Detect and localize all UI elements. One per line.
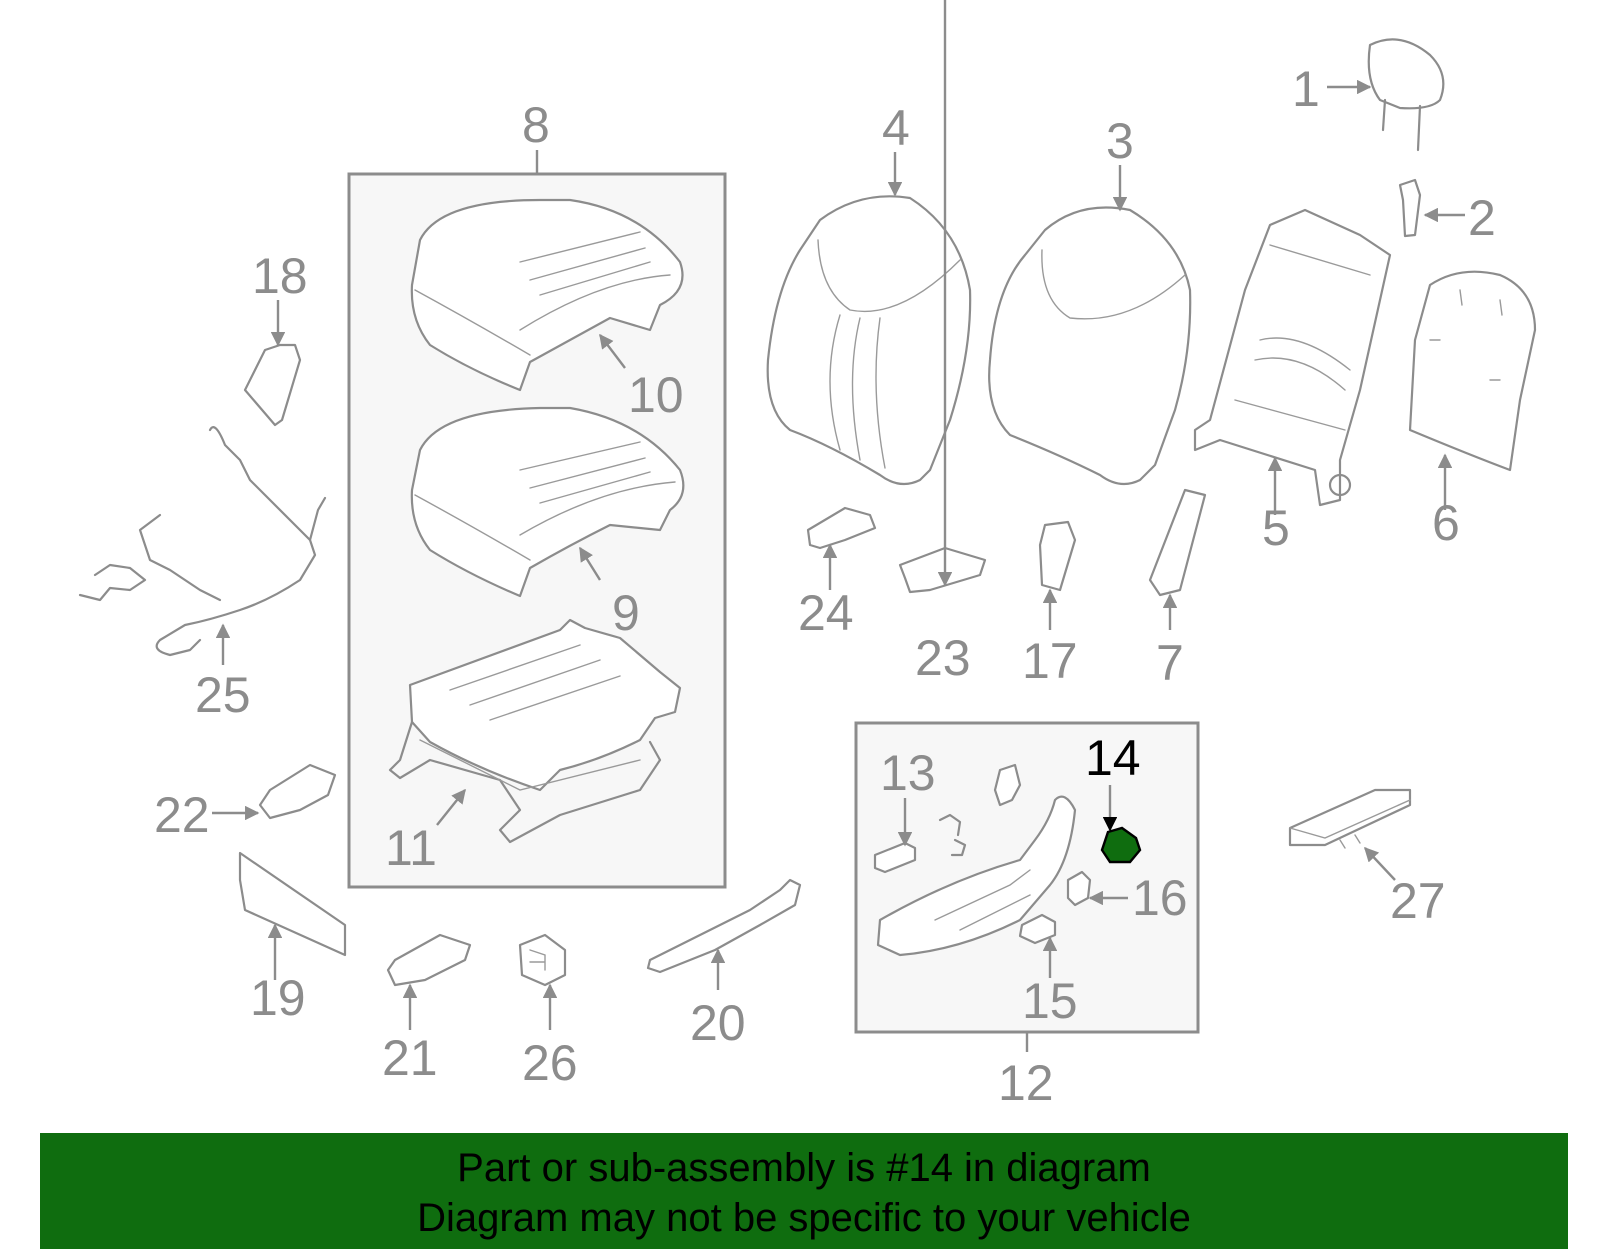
callout-3: 3 bbox=[1106, 113, 1134, 169]
callout-5: 5 bbox=[1262, 500, 1290, 556]
part-2-guide[interactable] bbox=[1398, 178, 1422, 238]
callout-11: 11 bbox=[385, 820, 437, 876]
callout-7: 7 bbox=[1156, 635, 1184, 691]
callout-8: 8 bbox=[522, 97, 550, 153]
part-16-knob[interactable] bbox=[1066, 870, 1092, 907]
part-20-rail-trim[interactable] bbox=[646, 878, 802, 974]
part-22-bracket[interactable] bbox=[258, 763, 337, 820]
part-9-cushion-pad[interactable] bbox=[410, 406, 685, 598]
callout-17: 17 bbox=[1022, 633, 1078, 689]
callout-27: 27 bbox=[1390, 873, 1446, 929]
callout-22: 22 bbox=[154, 787, 210, 843]
callout-1: 1 bbox=[1292, 61, 1320, 117]
part-18-clip[interactable] bbox=[243, 343, 302, 427]
part-23-bracket[interactable] bbox=[898, 546, 987, 594]
callout-9: 9 bbox=[612, 585, 640, 641]
part-27-module[interactable] bbox=[1288, 788, 1412, 849]
callout-20: 20 bbox=[690, 995, 746, 1051]
callout-4: 4 bbox=[882, 100, 910, 156]
callout-14: 14 bbox=[1085, 730, 1141, 786]
callout-10: 10 bbox=[628, 367, 684, 423]
callout-19: 19 bbox=[250, 970, 306, 1026]
callout-25: 25 bbox=[195, 667, 251, 723]
callout-18: 18 bbox=[252, 248, 308, 304]
part-6-back-board[interactable] bbox=[1408, 270, 1537, 472]
part-4-back-cover[interactable] bbox=[766, 195, 972, 486]
part-3-back-pad[interactable] bbox=[988, 206, 1192, 486]
banner-line-1: Part or sub-assembly is #14 in diagram bbox=[457, 1146, 1151, 1190]
info-banner: Part or sub-assembly is #14 in diagram D… bbox=[40, 1133, 1568, 1249]
callout-23: 23 bbox=[915, 630, 971, 686]
part-21-bracket[interactable] bbox=[386, 933, 472, 987]
part-19-trim-strip[interactable] bbox=[238, 851, 347, 957]
part-12-side-shield[interactable] bbox=[876, 763, 1077, 957]
part-24-bracket[interactable] bbox=[806, 506, 877, 550]
part-1-headrest[interactable] bbox=[1367, 38, 1445, 152]
part-14-knob-highlighted[interactable] bbox=[1100, 826, 1142, 864]
callout-6: 6 bbox=[1432, 495, 1460, 551]
callout-13: 13 bbox=[880, 745, 936, 801]
callout-15: 15 bbox=[1022, 973, 1078, 1029]
callout-21: 21 bbox=[382, 1030, 438, 1086]
part-11-cushion-frame[interactable] bbox=[388, 618, 682, 844]
callout-2: 2 bbox=[1468, 190, 1496, 246]
part-25-wiring-harness[interactable] bbox=[78, 426, 327, 657]
callout-26: 26 bbox=[522, 1035, 578, 1091]
part-5-back-frame[interactable] bbox=[1193, 208, 1392, 507]
banner-line-2: Diagram may not be specific to your vehi… bbox=[417, 1196, 1191, 1240]
callout-24: 24 bbox=[798, 585, 854, 641]
part-26-cap[interactable] bbox=[518, 933, 567, 987]
part-10-cushion-cover[interactable] bbox=[410, 198, 684, 392]
part-7-side-trim[interactable] bbox=[1148, 488, 1207, 597]
part-15-knob[interactable] bbox=[1018, 913, 1057, 945]
part-17-trim[interactable] bbox=[1038, 520, 1077, 592]
callout-16: 16 bbox=[1132, 870, 1188, 926]
callout-12: 12 bbox=[998, 1055, 1054, 1111]
